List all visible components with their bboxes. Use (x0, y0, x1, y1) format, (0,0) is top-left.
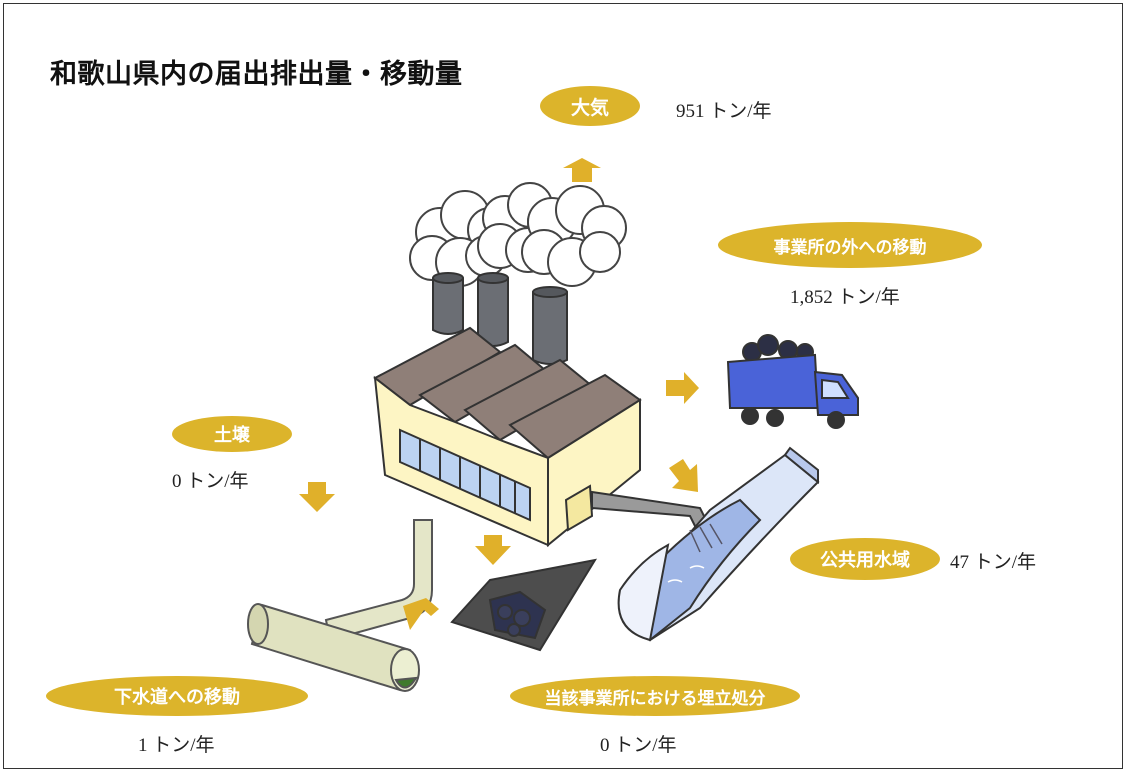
landfill-value: 0 トン/年 (600, 735, 677, 756)
dump-truck (726, 334, 859, 429)
smoke-cloud-right (521, 185, 627, 287)
offsite-value: 1,852 トン/年 (790, 287, 900, 308)
arrow-down-icon (475, 535, 511, 565)
air-label: 大気 (570, 96, 609, 119)
smoke-clouds (409, 182, 627, 287)
offsite-pill: 事業所の外への移動 (718, 222, 982, 268)
water-label: 公共用水域 (820, 550, 910, 571)
sewer-value: 1 トン/年 (138, 735, 215, 756)
landfill-pill: 当該事業所における埋立処分 (510, 676, 800, 716)
water-pill: 公共用水域 (790, 538, 940, 580)
arrow-down-icon (299, 482, 335, 512)
sewer-pill: 下水道への移動 (46, 676, 308, 716)
factory-windows (399, 428, 531, 522)
landfill-pit (450, 558, 598, 652)
soil-pill: 土壌 (172, 416, 292, 452)
arrow-up-icon (563, 158, 601, 182)
landfill-label: 当該事業所における埋立処分 (544, 688, 766, 709)
page-title: 和歌山県内の届出排出量・移動量 (50, 59, 463, 90)
drain-pipe (564, 484, 714, 538)
air-value: 951 トン/年 (676, 101, 772, 122)
offsite-label: 事業所の外への移動 (773, 237, 927, 258)
water-channel (617, 446, 820, 642)
flow-arrows (299, 158, 699, 630)
arrow-down-left-icon (403, 598, 439, 630)
arrow-down-right-icon (669, 459, 698, 492)
soil-label: 土壌 (214, 425, 250, 446)
sewer-pipe (247, 519, 433, 692)
water-value: 47 トン/年 (950, 552, 1037, 573)
factory-roof (373, 326, 642, 460)
chimneys (432, 272, 568, 365)
sewer-label: 下水道への移動 (114, 687, 240, 708)
air-pill: 大気 (540, 86, 640, 126)
soil-value: 0 トン/年 (172, 471, 249, 492)
arrow-right-icon (666, 372, 699, 404)
